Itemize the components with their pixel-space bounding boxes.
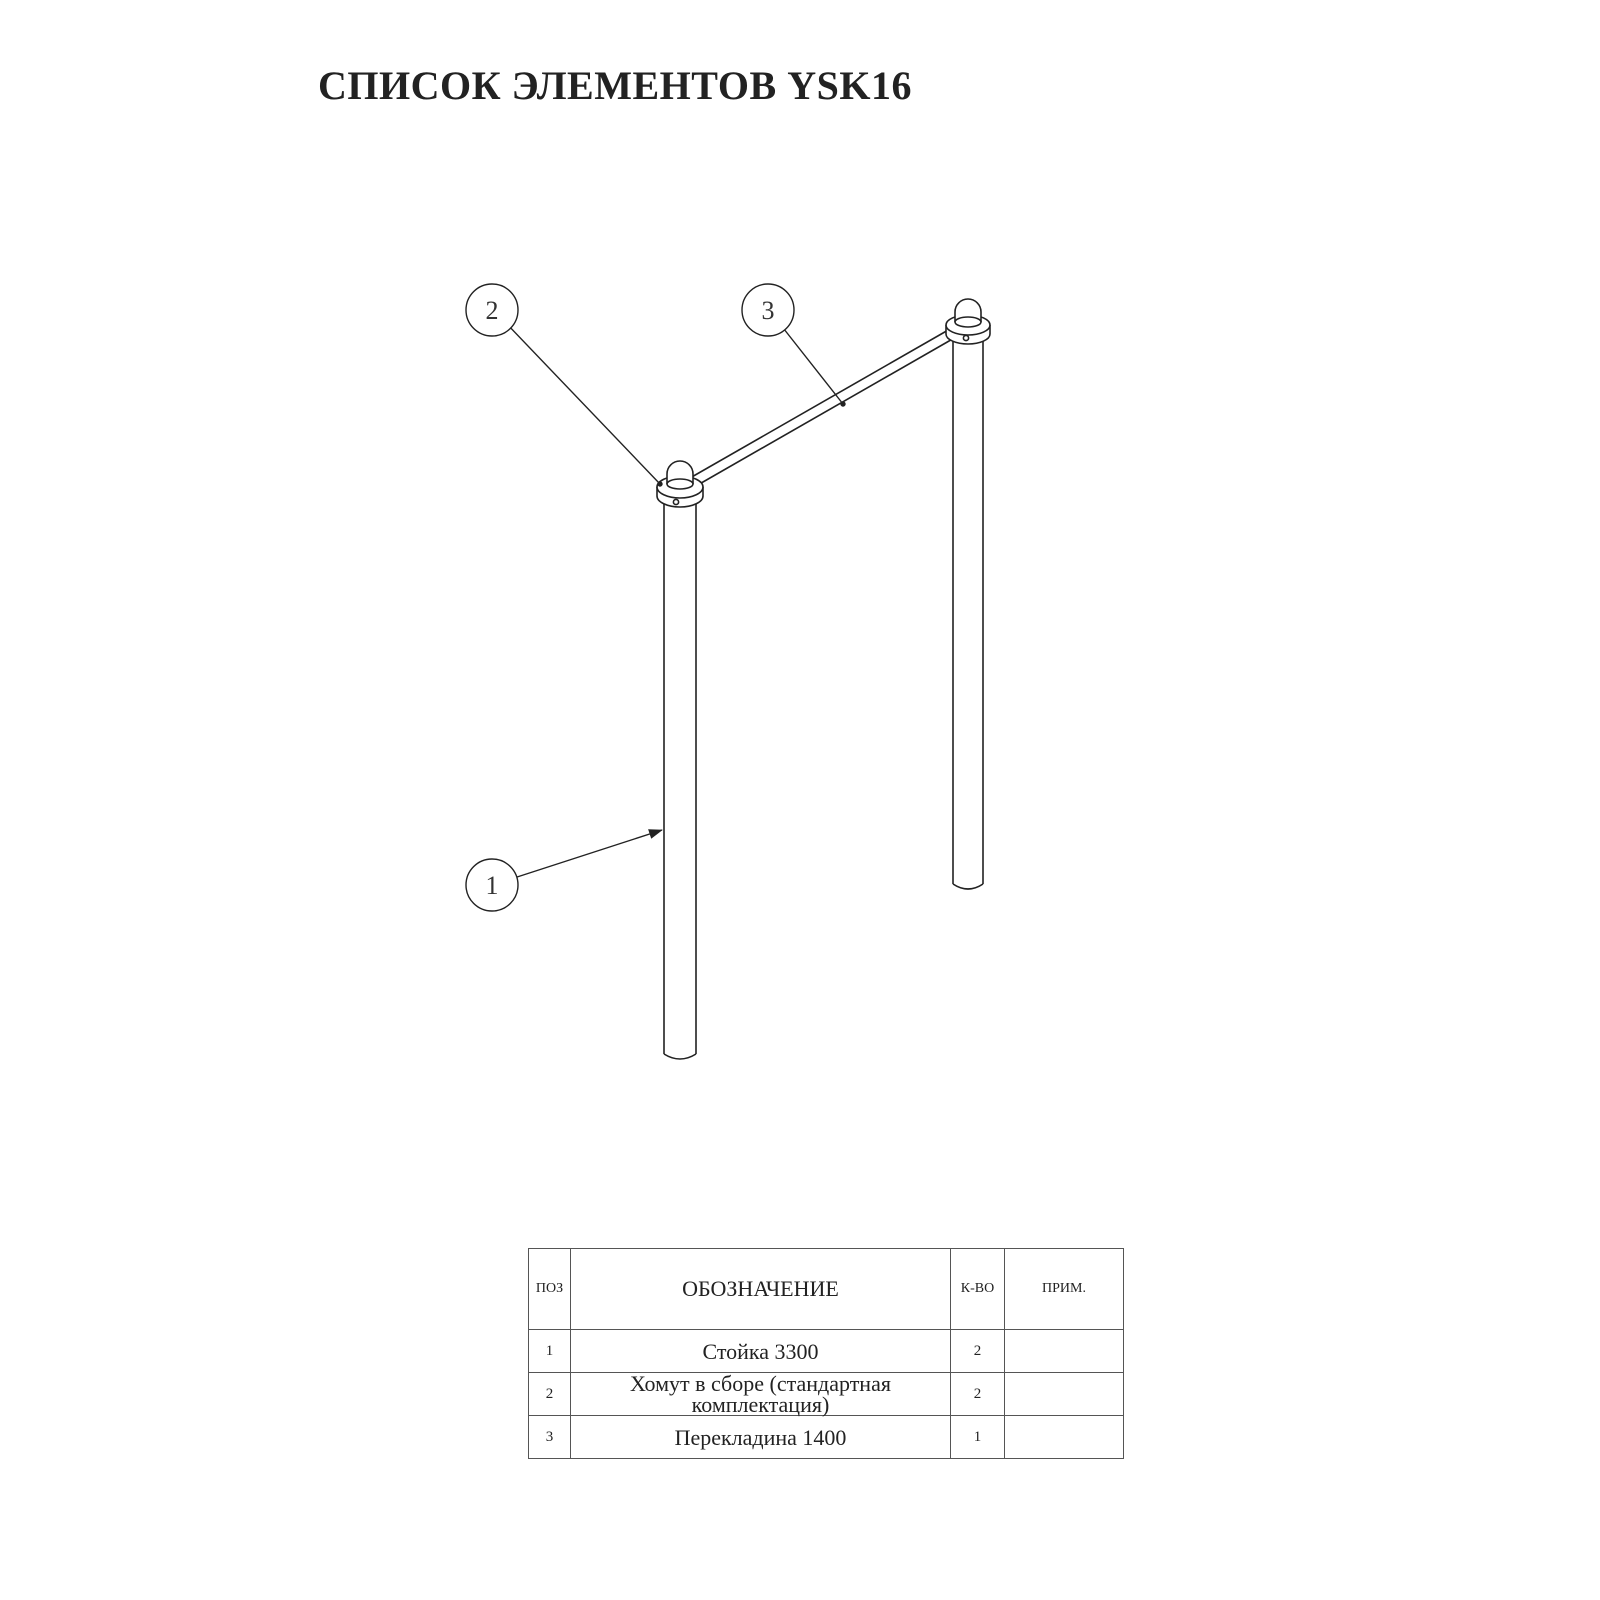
leader-2 xyxy=(504,321,661,485)
table-header-row: ПОЗ ОБОЗНАЧЕНИЕ К-ВО ПРИМ. xyxy=(528,1248,1124,1330)
cell-qty: 1 xyxy=(950,1415,1005,1459)
cell-note xyxy=(1004,1415,1124,1459)
right-clamp xyxy=(945,298,991,345)
cell-pos: 1 xyxy=(528,1329,571,1373)
leader-1 xyxy=(513,829,663,879)
cell-note xyxy=(1004,1329,1124,1373)
crossbar xyxy=(689,328,957,487)
cell-name: Хомут в сборе (стандартная комплектация) xyxy=(570,1372,951,1416)
cell-qty: 2 xyxy=(950,1372,1005,1416)
callout-1: 1 xyxy=(465,858,519,912)
cell-name: Перекладина 1400 xyxy=(570,1415,951,1459)
left-clamp xyxy=(656,460,704,508)
cell-pos: 3 xyxy=(528,1415,571,1459)
callout-2: 2 xyxy=(465,283,519,337)
parts-table: ПОЗ ОБОЗНАЧЕНИЕ К-ВО ПРИМ. 1 Стойка 3300… xyxy=(528,1248,1124,1459)
leader-3 xyxy=(779,323,844,405)
page-title: СПИСОК ЭЛЕМЕНТОВ YSK16 xyxy=(318,63,912,108)
cell-qty: 2 xyxy=(950,1329,1005,1373)
header-pos: ПОЗ xyxy=(528,1248,571,1330)
cell-note xyxy=(1004,1372,1124,1416)
table-row: 3 Перекладина 1400 1 xyxy=(528,1415,1124,1459)
callout-3: 3 xyxy=(741,283,795,337)
table-row: 1 Стойка 3300 2 xyxy=(528,1329,1124,1373)
header-qty: К-ВО xyxy=(950,1248,1005,1330)
cell-pos: 2 xyxy=(528,1372,571,1416)
leader-lines xyxy=(504,321,846,879)
right-post xyxy=(952,335,984,890)
header-name: ОБОЗНАЧЕНИЕ xyxy=(570,1248,951,1330)
table-row: 2 Хомут в сборе (стандартная комплектаци… xyxy=(528,1372,1124,1416)
header-note: ПРИМ. xyxy=(1004,1248,1124,1330)
svg-text:3: 3 xyxy=(762,296,775,325)
cell-name: Стойка 3300 xyxy=(570,1329,951,1373)
left-post xyxy=(663,500,697,1060)
svg-text:2: 2 xyxy=(486,296,499,325)
svg-text:1: 1 xyxy=(486,871,499,900)
